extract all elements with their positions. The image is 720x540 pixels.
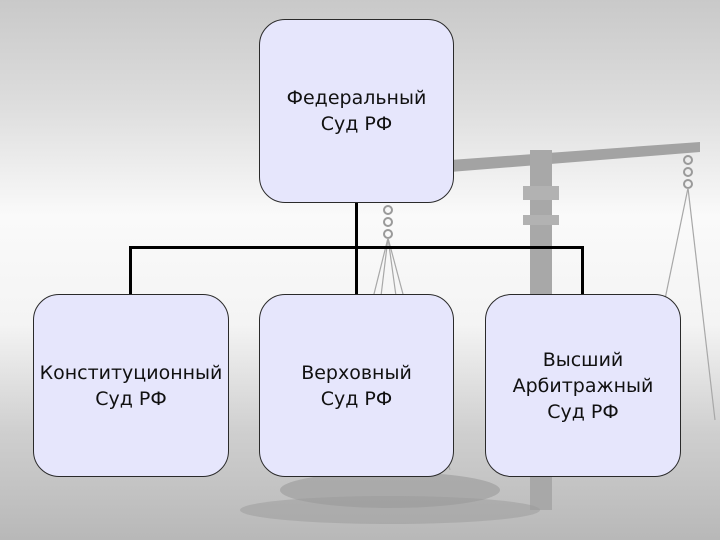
connector-middle-drop (355, 246, 358, 295)
node-constitutional-court: Конституционный Суд РФ (33, 294, 229, 477)
connector-left-drop (129, 246, 132, 295)
connector-right-drop (581, 246, 584, 295)
node-supreme-arbitration-court: Высший Арбитражный Суд РФ (485, 294, 681, 477)
connector-root-stem (355, 201, 358, 248)
node-federal-court: Федеральный Суд РФ (259, 19, 454, 203)
node-supreme-court: Верховный Суд РФ (259, 294, 454, 477)
